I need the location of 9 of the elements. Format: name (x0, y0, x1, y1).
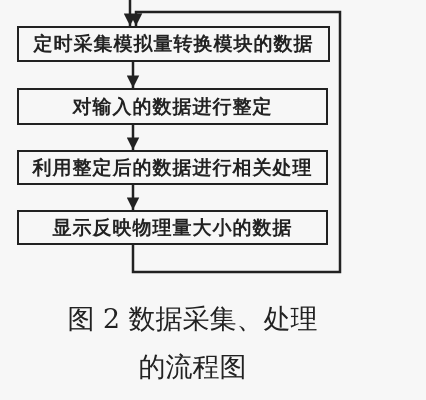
process-box: 利用整定后的数据进行相关处理 (17, 150, 328, 185)
process-box: 对输入的数据进行整定 (17, 88, 328, 125)
process-box: 定时采集模拟量转换模块的数据 (17, 26, 330, 62)
arrow (126, 62, 140, 88)
process-box: 显示反映物理量大小的数据 (17, 210, 328, 245)
figure-caption: 图 2 数据采集、处理的流程图 (66, 303, 319, 385)
arrow (126, 185, 140, 210)
arrow (130, 10, 342, 274)
arrow (126, 125, 140, 150)
